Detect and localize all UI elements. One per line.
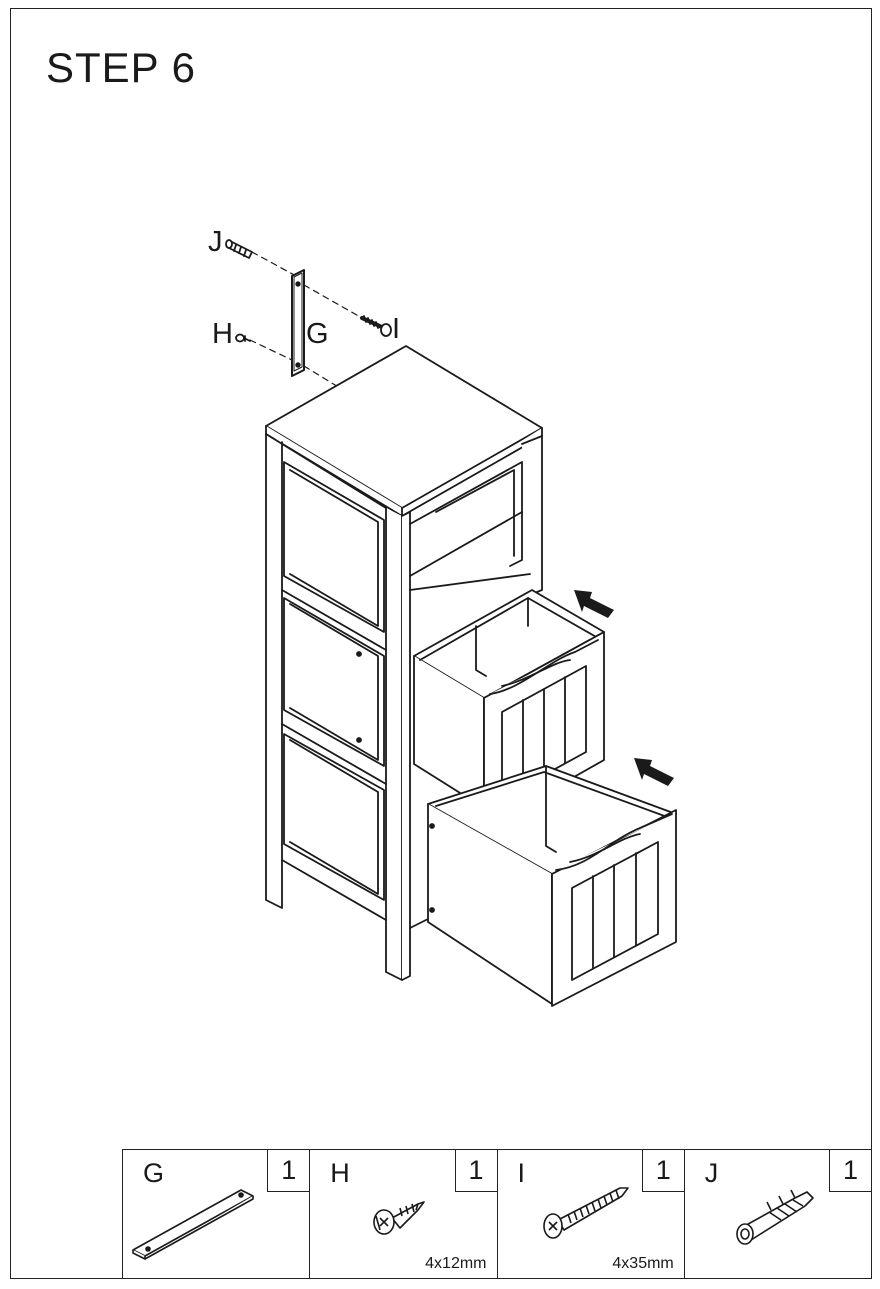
push-arrow-icon bbox=[574, 590, 674, 786]
part-letter: G bbox=[143, 1158, 165, 1188]
wall-strap-icon bbox=[132, 1189, 254, 1260]
callout-g: G bbox=[306, 318, 329, 350]
callout-h: H bbox=[212, 318, 233, 350]
part-letter: J bbox=[704, 1158, 719, 1188]
part-quantity: 1 bbox=[829, 1150, 871, 1192]
part-letter: H bbox=[330, 1158, 350, 1188]
lower-drawer bbox=[427, 765, 677, 1007]
cabinet-back-shelf bbox=[409, 461, 531, 929]
long-screw-icon bbox=[360, 315, 392, 337]
upper-drawer bbox=[413, 589, 605, 829]
parts-table: G 1 H 1 4x12mm I 1 4x35mm bbox=[122, 1149, 872, 1279]
guide-lines bbox=[249, 251, 363, 389]
wall-plug-icon bbox=[225, 239, 253, 259]
part-quantity: 1 bbox=[641, 1150, 684, 1192]
part-letter: I bbox=[517, 1158, 526, 1188]
wall-plug-icon bbox=[735, 1189, 814, 1245]
cabinet-side-openings bbox=[265, 433, 387, 921]
part-quantity: 1 bbox=[267, 1150, 310, 1192]
callout-j: J bbox=[208, 226, 223, 258]
long-screw-icon bbox=[542, 1187, 629, 1239]
part-cell-i: I 1 4x35mm bbox=[498, 1150, 685, 1278]
part-cell-h: H 1 4x12mm bbox=[310, 1150, 498, 1278]
part-size: 4x35mm bbox=[612, 1255, 674, 1272]
part-cell-j: J 1 bbox=[685, 1150, 871, 1278]
callout-i: I bbox=[392, 313, 401, 345]
step-title: STEP 6 bbox=[46, 44, 196, 91]
cabinet-frame bbox=[265, 345, 543, 981]
part-size: 4x12mm bbox=[425, 1255, 487, 1272]
wall-strap-icon bbox=[291, 269, 305, 377]
short-screw-icon bbox=[373, 1201, 426, 1235]
part-cell-g: G 1 bbox=[123, 1150, 311, 1278]
short-screw-icon bbox=[235, 333, 251, 343]
part-quantity: 1 bbox=[454, 1150, 497, 1192]
